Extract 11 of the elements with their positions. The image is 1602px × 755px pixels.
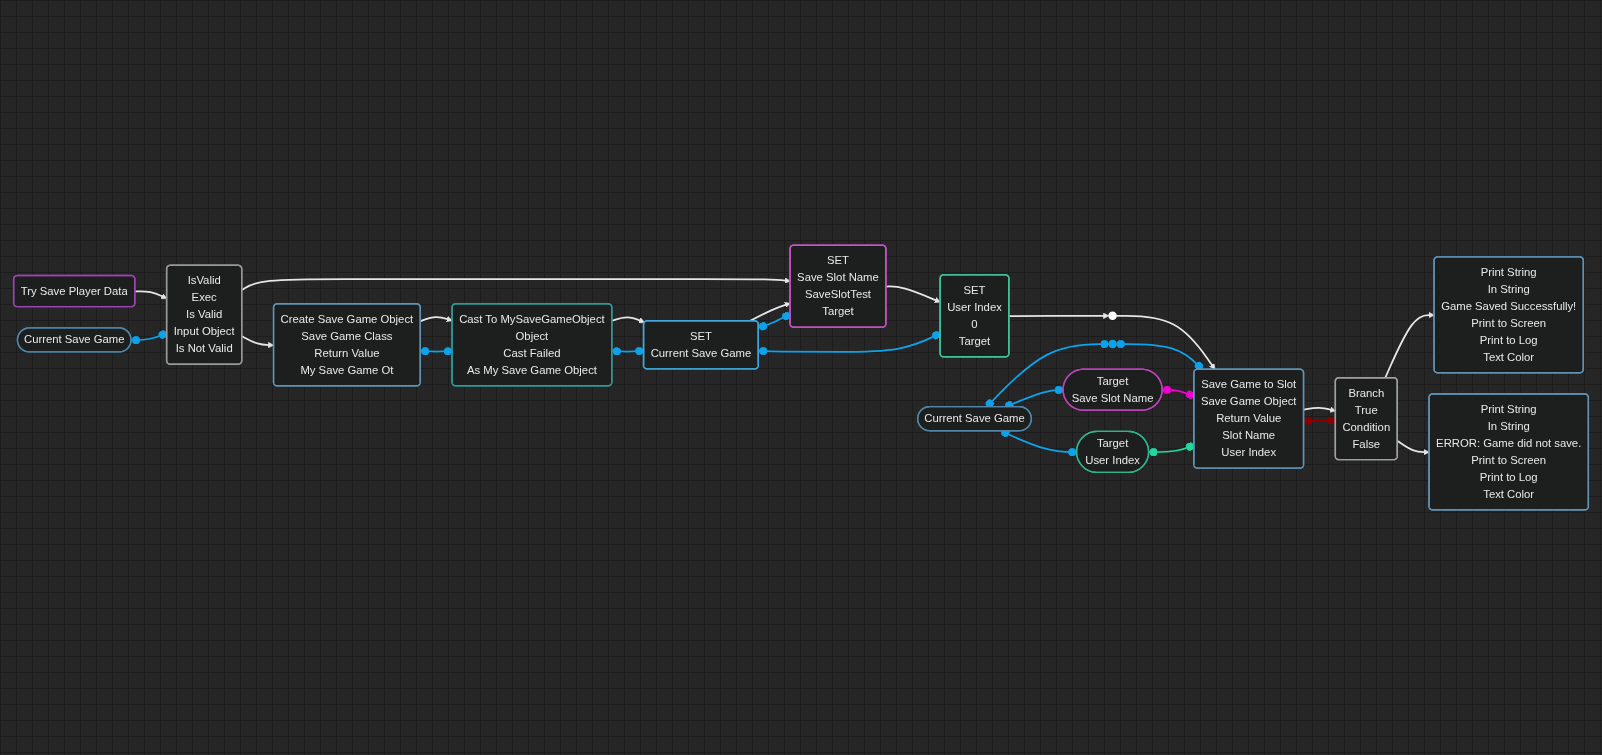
arrow [1115,314,1216,370]
arrow [1384,311,1435,379]
connector [985,339,1110,408]
connector [1115,339,1204,371]
arrow [1303,406,1336,413]
node-circle [1108,311,1117,321]
arrow [241,277,791,291]
node-circle [1108,339,1117,349]
arrow [611,316,645,324]
arrow [1008,312,1110,319]
arrow [885,285,941,303]
